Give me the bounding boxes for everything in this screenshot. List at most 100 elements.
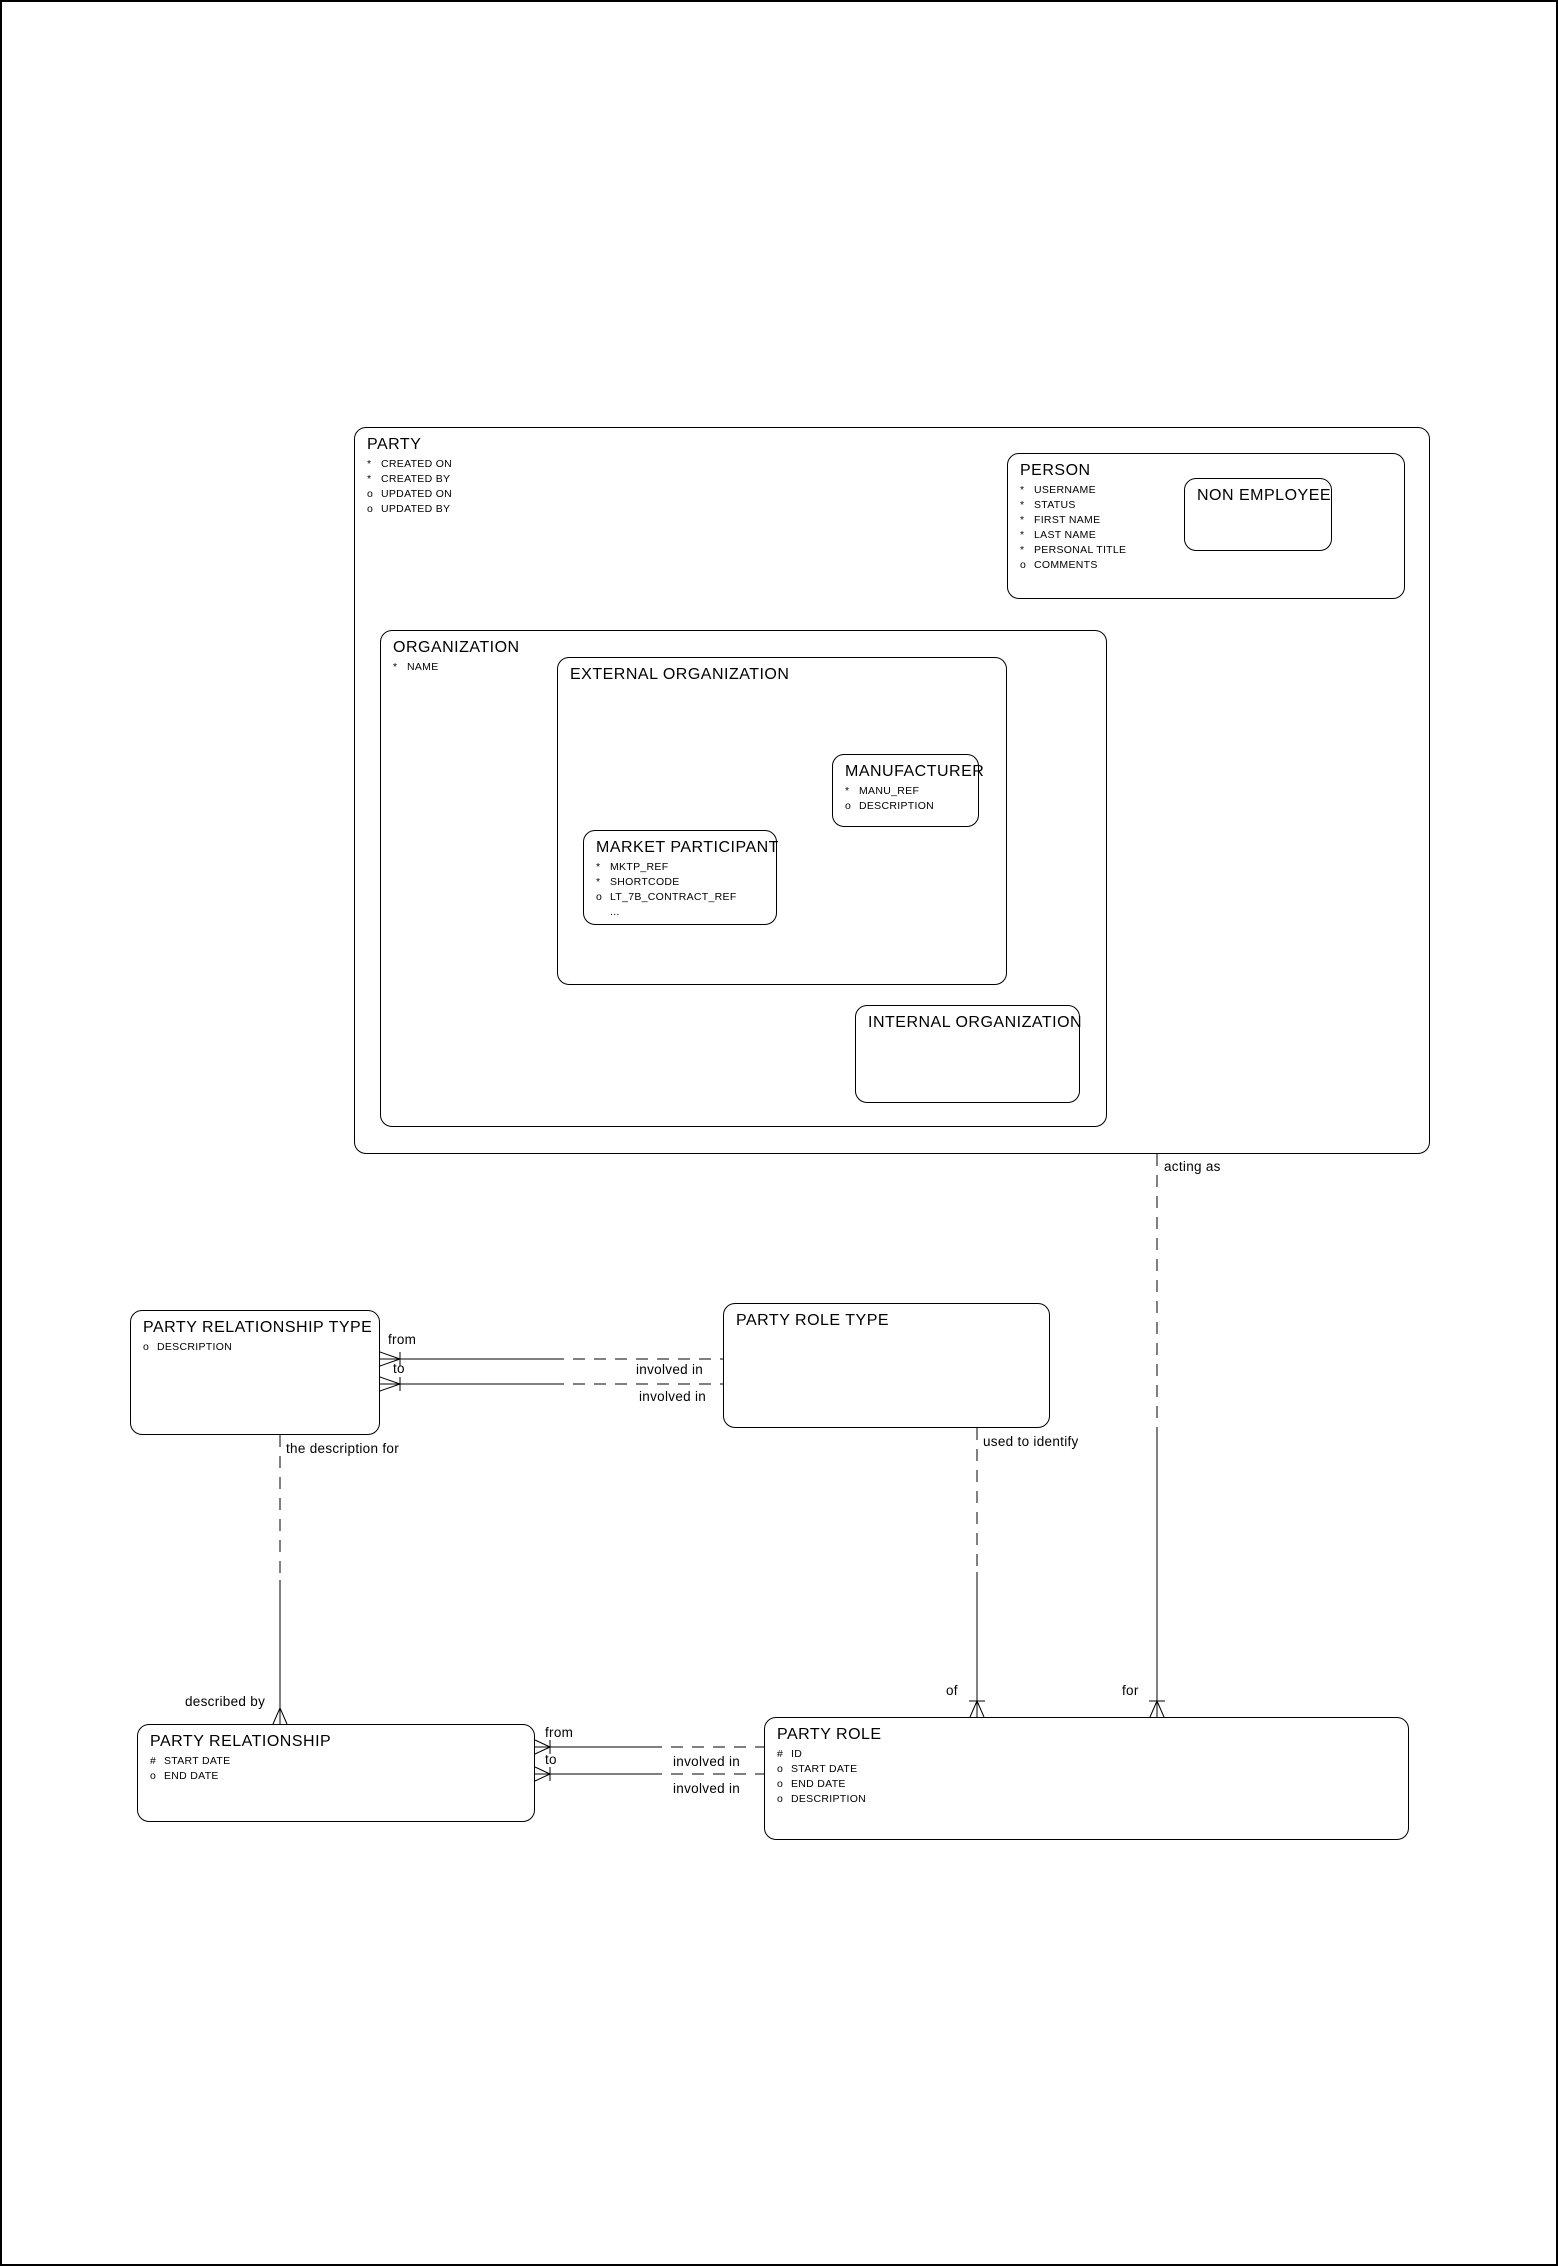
label-type-to: to bbox=[393, 1361, 405, 1376]
entity-title-external-organization: EXTERNAL ORGANIZATION bbox=[570, 666, 790, 683]
attr-optionality: * bbox=[1020, 484, 1025, 496]
entity-title-party-role: PARTY ROLE bbox=[777, 1726, 882, 1743]
attribute-row: o DESCRIPTION bbox=[777, 1792, 1404, 1807]
attribute-row: o UPDATED BY bbox=[367, 502, 1425, 517]
label-of: of bbox=[946, 1683, 958, 1698]
label-type-involved-in-from: involved in bbox=[636, 1362, 704, 1377]
connector-used-to-identify bbox=[969, 1428, 985, 1718]
connector-description-for bbox=[272, 1435, 288, 1725]
attr-optionality: o bbox=[367, 503, 374, 515]
attr-optionality: * bbox=[845, 785, 850, 797]
attr-optionality: * bbox=[1020, 499, 1025, 511]
attr-name: START DATE bbox=[791, 1763, 858, 1775]
attr-name: MANU_REF bbox=[859, 785, 920, 797]
attr-name: CREATED BY bbox=[381, 473, 451, 485]
attribute-row: *FIRST NAME bbox=[1020, 513, 1400, 528]
label-rel-involved-in-from: involved in bbox=[673, 1754, 741, 1769]
crows-foot-icon bbox=[534, 1766, 551, 1782]
attr-optionality: * bbox=[596, 876, 601, 888]
attribute-row: # ID bbox=[777, 1747, 1404, 1762]
entity-title-manufacturer: MANUFACTURER bbox=[845, 763, 985, 780]
attribute-row: o LT_7B_CONTRACT_REF bbox=[596, 890, 772, 905]
crows-foot-icon bbox=[272, 1707, 288, 1725]
attribute-row: * PERSONAL TITLE bbox=[1020, 543, 1400, 558]
entity-title-party-relationship-type: PARTY RELATIONSHIP TYPE bbox=[143, 1319, 373, 1336]
attribute-row: * CREATED ON bbox=[367, 457, 1425, 472]
attr-name: MKTP_REF bbox=[610, 861, 669, 873]
attr-name: NAME bbox=[407, 661, 439, 673]
attr-name: CREATED ON bbox=[381, 458, 453, 470]
attr-name: LT_7B_CONTRACT_REF bbox=[610, 891, 737, 903]
label-described-by: described by bbox=[185, 1694, 266, 1709]
entity-external-organization: EXTERNAL ORGANIZATION bbox=[557, 657, 1007, 985]
attribute-row: ... bbox=[596, 905, 772, 920]
attr-name: END DATE bbox=[164, 1770, 219, 1782]
entity-title-person: PERSON bbox=[1020, 462, 1091, 479]
attr-name: USERNAME bbox=[1034, 484, 1096, 496]
crows-foot-icon bbox=[1149, 1700, 1165, 1718]
attr-name: LAST NAME bbox=[1034, 529, 1097, 541]
attr-name: PERSONAL TITLE bbox=[1034, 544, 1127, 556]
entity-party-role-type: PARTY ROLE TYPE bbox=[723, 1303, 1050, 1428]
entity-organization: ORGANIZATION *NAME bbox=[380, 630, 1107, 1127]
attribute-list-organization: * NAME bbox=[393, 660, 1102, 675]
attribute-row: *MKTP_REF bbox=[596, 860, 772, 875]
entity-non-employee: NON EMPLOYEE bbox=[1184, 478, 1332, 551]
attr-optionality: o bbox=[596, 891, 603, 903]
label-the-description-for: the description for bbox=[286, 1441, 400, 1456]
attribute-row: * MANU_REF bbox=[845, 784, 974, 799]
attr-name: DESCRIPTION bbox=[859, 800, 935, 812]
crows-foot-icon bbox=[969, 1700, 985, 1718]
attr-name: STATUS bbox=[1034, 499, 1076, 511]
attr-name: UPDATED BY bbox=[381, 503, 451, 515]
attribute-row: # START DATE bbox=[150, 1754, 530, 1769]
attr-optionality: * bbox=[1020, 544, 1025, 556]
attr-optionality: * bbox=[367, 458, 372, 470]
attr-optionality: # bbox=[777, 1748, 784, 1760]
attr-optionality: o bbox=[777, 1793, 784, 1805]
entity-person: PERSON *USERNAME*STATUS*FIRST NAME*LAST … bbox=[1007, 453, 1405, 599]
attr-name: SHORTCODE bbox=[610, 876, 680, 888]
attr-optionality: # bbox=[150, 1755, 157, 1767]
attr-optionality bbox=[596, 905, 610, 920]
attribute-row: * USERNAME bbox=[1020, 483, 1400, 498]
attribute-row: o UPDATED ON bbox=[367, 487, 1425, 502]
attr-name: END DATE bbox=[791, 1778, 846, 1790]
entity-title-non-employee: NON EMPLOYEE bbox=[1197, 487, 1332, 504]
entity-title-party-role-type: PARTY ROLE TYPE bbox=[736, 1312, 890, 1329]
attr-optionality: * bbox=[393, 661, 398, 673]
connector-rel-from bbox=[534, 1739, 764, 1755]
entity-title-party-relationship: PARTY RELATIONSHIP bbox=[150, 1733, 332, 1750]
attr-optionality: o bbox=[845, 800, 852, 812]
attr-optionality: o bbox=[1020, 559, 1027, 571]
attr-optionality: * bbox=[367, 473, 372, 485]
attr-name: UPDATED ON bbox=[381, 488, 453, 500]
attribute-list-person: *USERNAME*STATUS*FIRST NAME*LAST NAME*PE… bbox=[1020, 483, 1400, 573]
attribute-row: * STATUS bbox=[1020, 498, 1400, 513]
label-type-from: from bbox=[388, 1332, 417, 1347]
entity-title-party: PARTY bbox=[367, 436, 422, 453]
label-type-involved-in-to: involved in bbox=[639, 1389, 707, 1404]
attr-optionality: * bbox=[1020, 529, 1025, 541]
attr-name: DESCRIPTION bbox=[791, 1793, 867, 1805]
attr-optionality: o bbox=[367, 488, 374, 500]
attr-name: ID bbox=[791, 1748, 803, 1760]
crows-foot-icon bbox=[379, 1376, 401, 1392]
attr-name: ... bbox=[610, 906, 620, 918]
attr-name: START DATE bbox=[164, 1755, 231, 1767]
label-rel-to: to bbox=[545, 1752, 557, 1767]
attr-optionality: o bbox=[143, 1341, 150, 1353]
